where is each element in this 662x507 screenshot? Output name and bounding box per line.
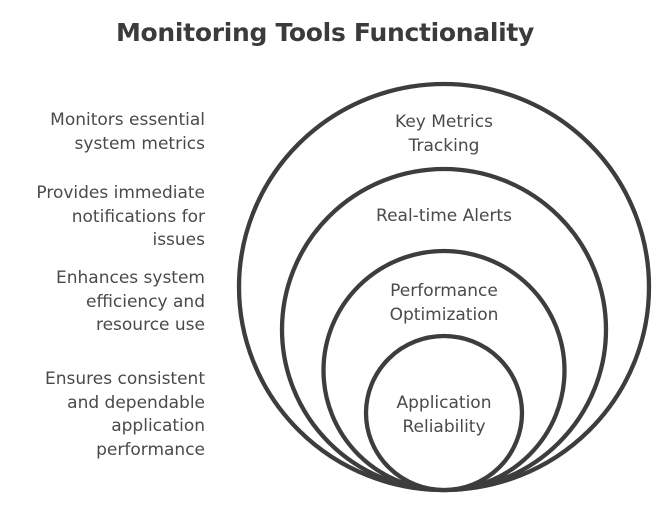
description-performance-optimization: Enhances system efficiency and resource … [55, 268, 205, 335]
ring-label-performance-optimization: Performance Optimization [389, 281, 499, 325]
description-key-metrics-tracking: Monitors essential system metrics [50, 110, 205, 154]
description-real-time-alerts: Provides immediate notifications for iss… [36, 183, 205, 250]
ring-label-application-reliability: Application Reliability [396, 393, 492, 437]
description-application-reliability: Ensures consistent and dependable applic… [44, 369, 205, 460]
diagram-title: Monitoring Tools Functionality [115, 18, 535, 47]
ring-label-key-metrics-tracking: Key Metrics Tracking [395, 112, 493, 156]
ring-label-real-time-alerts: Real-time Alerts [376, 206, 512, 226]
ring-application-reliability [363, 333, 525, 493]
